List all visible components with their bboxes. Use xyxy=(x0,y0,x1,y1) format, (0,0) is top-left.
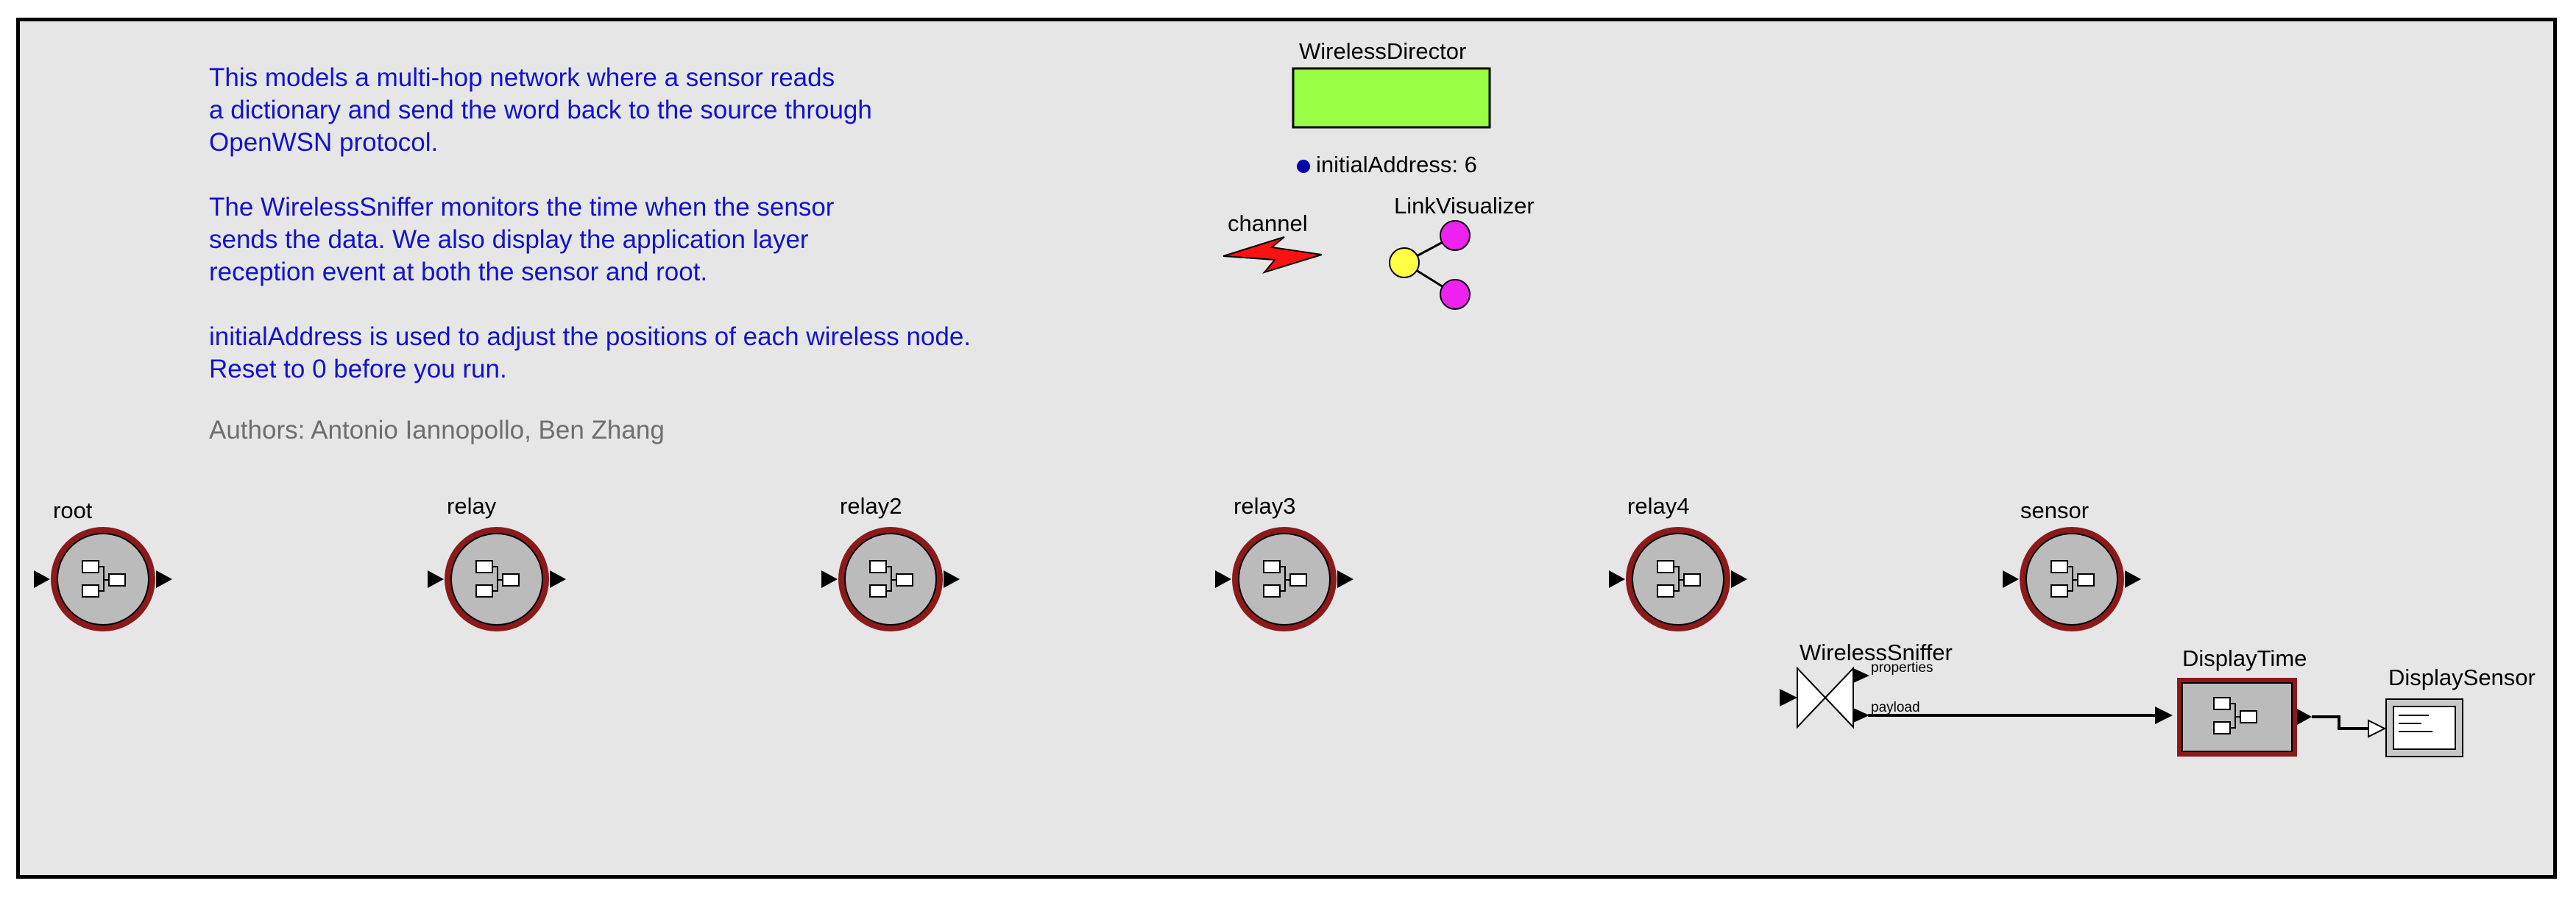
relay2-label: relay2 xyxy=(840,493,902,519)
relay2-node[interactable] xyxy=(821,527,960,631)
sensor-node[interactable] xyxy=(2003,527,2141,631)
display-time-label: DisplayTime xyxy=(2182,645,2307,671)
description-line: initialAddress is used to adjust the pos… xyxy=(209,322,972,351)
relay4-label: relay4 xyxy=(1627,493,1690,519)
description-line: The WirelessSniffer monitors the time wh… xyxy=(209,193,835,222)
properties-port-label: properties xyxy=(1871,660,1933,676)
link-visualizer-icon[interactable] xyxy=(1389,220,1471,310)
channel-lightning-icon[interactable] xyxy=(1222,236,1323,274)
model-canvas xyxy=(16,18,2557,879)
relay4-node[interactable] xyxy=(1609,527,1747,631)
initial-address-parameter[interactable]: initialAddress: 6 xyxy=(1316,152,1477,177)
display-sensor-label: DisplaySensor xyxy=(2388,665,2536,690)
root-label: root xyxy=(53,497,93,523)
display-connection[interactable] xyxy=(2312,715,2368,730)
channel-label: channel xyxy=(1228,210,1308,236)
payload-port-label: payload xyxy=(1871,700,1920,715)
parameter-dot-icon xyxy=(1297,160,1310,173)
link-visualizer-label: LinkVisualizer xyxy=(1394,193,1535,219)
description-line: OpenWSN protocol. xyxy=(209,128,439,157)
wireless-director-label: WirelessDirector xyxy=(1299,38,1467,64)
relay-node[interactable] xyxy=(428,527,566,631)
description-line: reception event at both the sensor and r… xyxy=(209,258,708,286)
wireless-director-icon[interactable] xyxy=(1292,67,1491,129)
description-line: Reset to 0 before you run. xyxy=(209,355,507,383)
relay3-label: relay3 xyxy=(1234,493,1296,519)
description-line: a dictionary and send the word back to t… xyxy=(209,96,872,124)
wireless-sniffer-label: WirelessSniffer xyxy=(1800,640,1953,665)
display-time-actor[interactable] xyxy=(2177,678,2312,757)
wireless-sniffer-icon[interactable] xyxy=(1780,666,1869,729)
sensor-label: sensor xyxy=(2020,497,2090,523)
description-annotation[interactable]: This models a multi-hop network where a … xyxy=(209,62,971,386)
description-line: sends the data. We also display the appl… xyxy=(209,225,809,254)
display-sensor-icon[interactable] xyxy=(2385,698,2463,757)
root-node[interactable] xyxy=(34,527,172,631)
relay-label: relay xyxy=(447,493,497,519)
relay3-node[interactable] xyxy=(1215,527,1354,631)
description-line: This models a multi-hop network where a … xyxy=(209,63,835,92)
authors-annotation[interactable]: Authors: Antonio Iannopollo, Ben Zhang xyxy=(209,416,665,445)
